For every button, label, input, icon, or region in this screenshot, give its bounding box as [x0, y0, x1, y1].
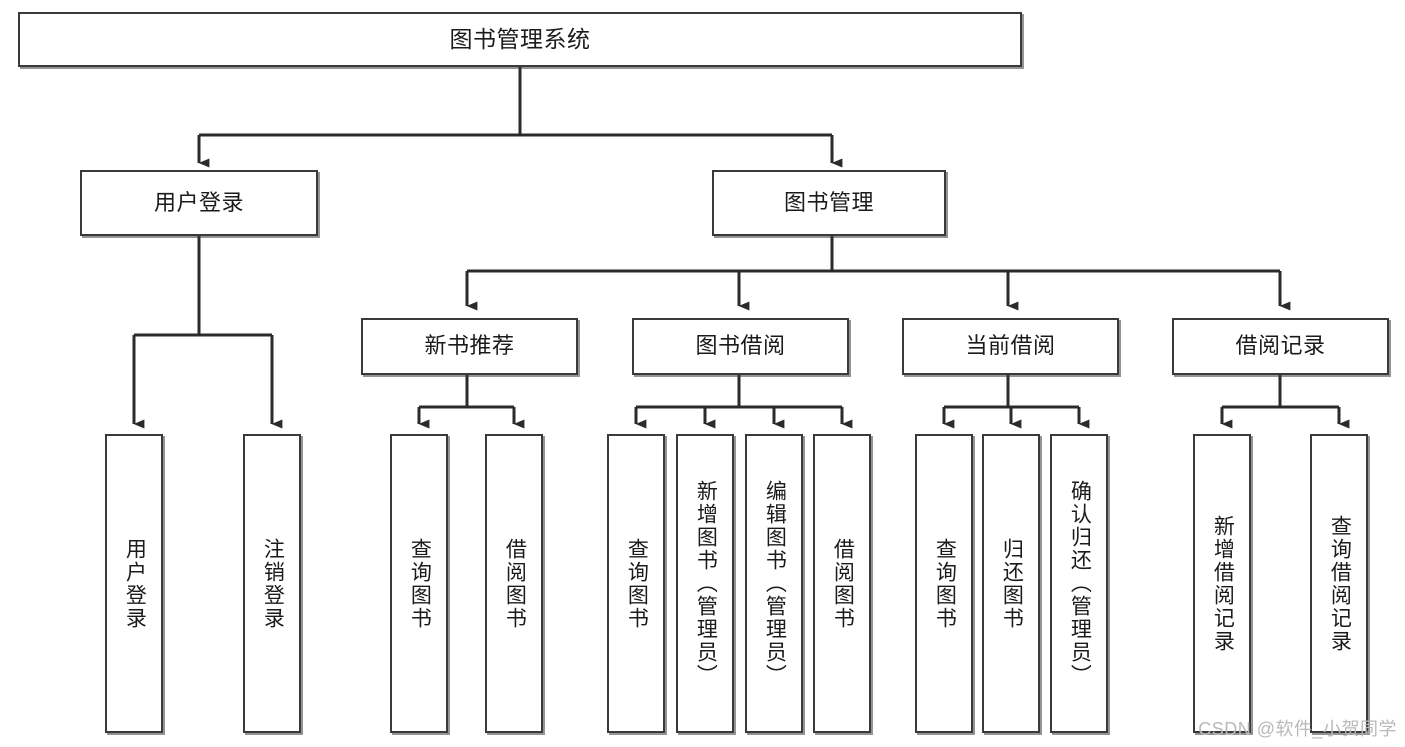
node-leaf-add-book[interactable]: 新增图书（管理员）: [676, 434, 734, 733]
node-leaf-query-book-2-label: 查询图书: [625, 537, 649, 630]
node-leaf-query-record-label: 查询借阅记录: [1328, 514, 1352, 653]
node-borrow-record[interactable]: 借阅记录: [1172, 318, 1389, 375]
node-leaf-query-book-3-label: 查询图书: [933, 537, 957, 630]
node-leaf-query-book-1-label: 查询图书: [408, 537, 432, 630]
node-leaf-confirm-return-label: 确认归还（管理员）: [1068, 480, 1092, 687]
node-new-book-recommend-label: 新书推荐: [424, 333, 515, 359]
node-leaf-add-record[interactable]: 新增借阅记录: [1193, 434, 1251, 733]
node-root[interactable]: 图书管理系统: [18, 12, 1022, 67]
node-leaf-user-logout-label: 注销登录: [261, 537, 285, 630]
node-leaf-return-book-label: 归还图书: [1000, 537, 1024, 630]
node-leaf-borrow-book-1-label: 借阅图书: [503, 537, 527, 630]
node-user-login-label: 用户登录: [153, 189, 244, 215]
node-user-login[interactable]: 用户登录: [80, 170, 318, 236]
node-leaf-borrow-book-2-label: 借阅图书: [831, 537, 855, 630]
node-leaf-user-login[interactable]: 用户登录: [105, 434, 163, 733]
node-leaf-query-record[interactable]: 查询借阅记录: [1310, 434, 1368, 733]
node-leaf-query-book-2[interactable]: 查询图书: [607, 434, 665, 733]
node-leaf-edit-book[interactable]: 编辑图书（管理员）: [745, 434, 803, 733]
node-book-borrow[interactable]: 图书借阅: [632, 318, 849, 375]
node-book-management-label: 图书管理: [783, 189, 874, 215]
node-leaf-query-book-1[interactable]: 查询图书: [390, 434, 448, 733]
watermark-text: CSDN @软件_小贺同学: [1198, 719, 1397, 739]
node-leaf-add-book-label: 新增图书（管理员）: [694, 480, 718, 687]
node-leaf-edit-book-label: 编辑图书（管理员）: [763, 480, 787, 687]
node-book-management[interactable]: 图书管理: [712, 170, 946, 236]
node-current-borrow-label: 当前借阅: [965, 333, 1056, 359]
node-root-label: 图书管理系统: [449, 25, 591, 52]
node-leaf-user-logout[interactable]: 注销登录: [243, 434, 301, 733]
node-new-book-recommend[interactable]: 新书推荐: [361, 318, 578, 375]
node-book-borrow-label: 图书借阅: [695, 333, 786, 359]
node-leaf-confirm-return[interactable]: 确认归还（管理员）: [1050, 434, 1108, 733]
node-leaf-borrow-book-2[interactable]: 借阅图书: [813, 434, 871, 733]
node-leaf-user-login-label: 用户登录: [123, 537, 147, 630]
node-current-borrow[interactable]: 当前借阅: [902, 318, 1119, 375]
node-leaf-borrow-book-1[interactable]: 借阅图书: [485, 434, 543, 733]
node-leaf-add-record-label: 新增借阅记录: [1211, 514, 1235, 653]
node-borrow-record-label: 借阅记录: [1235, 333, 1326, 359]
node-leaf-query-book-3[interactable]: 查询图书: [915, 434, 973, 733]
node-leaf-return-book[interactable]: 归还图书: [982, 434, 1040, 733]
